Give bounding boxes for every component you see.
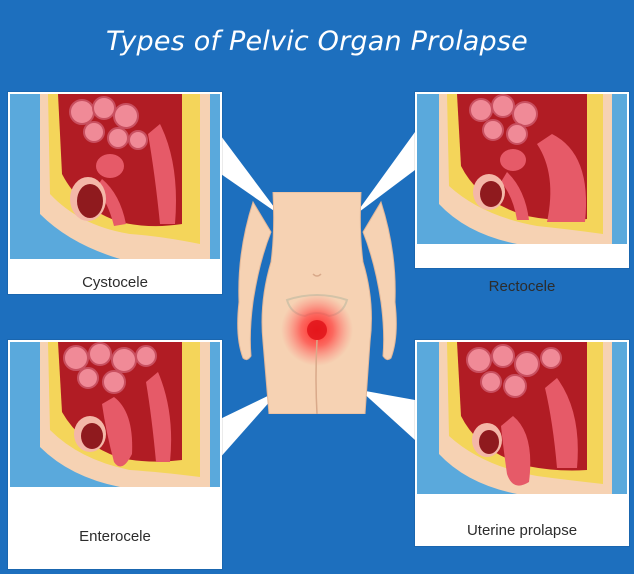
beam-enterocele — [218, 390, 280, 460]
body-navel — [312, 273, 322, 277]
label-cystocele: Cystocele — [82, 274, 148, 291]
diagram-title: Types of Pelvic Organ Prolapse — [106, 26, 528, 57]
body-left-arm — [237, 200, 272, 361]
panel-enterocele: Enterocele — [8, 340, 222, 569]
beam-cystocele — [218, 132, 280, 215]
beam-uterine-prolapse — [360, 390, 415, 440]
panel-cystocele: Cystocele — [8, 92, 222, 294]
label-enterocele: Enterocele — [79, 528, 151, 545]
panel-uterine-prolapse: Uterine prolapse — [415, 340, 629, 546]
rectocele-illustration — [417, 94, 627, 244]
enterocele-illustration — [10, 342, 220, 487]
female-body-figure — [237, 192, 397, 414]
label-uterine-prolapse: Uterine prolapse — [466, 522, 578, 539]
uterine-prolapse-illustration — [417, 342, 627, 494]
body-leg-divider — [315, 339, 318, 414]
body-right-arm — [362, 200, 397, 361]
label-rectocele-text: Rectocele — [488, 278, 556, 295]
cystocele-illustration — [10, 94, 220, 259]
beam-rectocele — [355, 132, 415, 215]
panel-rectocele: Rectocele — [415, 92, 629, 268]
